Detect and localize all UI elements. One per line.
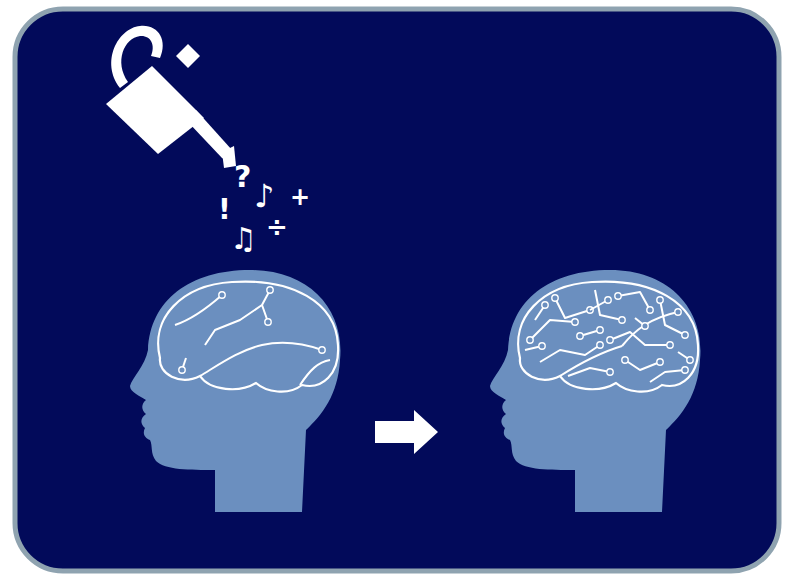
symbol-label: ÷ (266, 214, 288, 240)
symbol-label: ♫ (230, 224, 257, 254)
background-panel (15, 9, 779, 571)
watering-can (106, 26, 236, 168)
transition-arrow (375, 410, 438, 454)
symbol-label: + (290, 185, 310, 209)
symbol-label: ? (234, 162, 251, 192)
symbol-label: ♪ (254, 180, 274, 212)
head-before (130, 270, 340, 512)
head-after (490, 270, 700, 512)
symbol-label: ! (218, 196, 231, 224)
